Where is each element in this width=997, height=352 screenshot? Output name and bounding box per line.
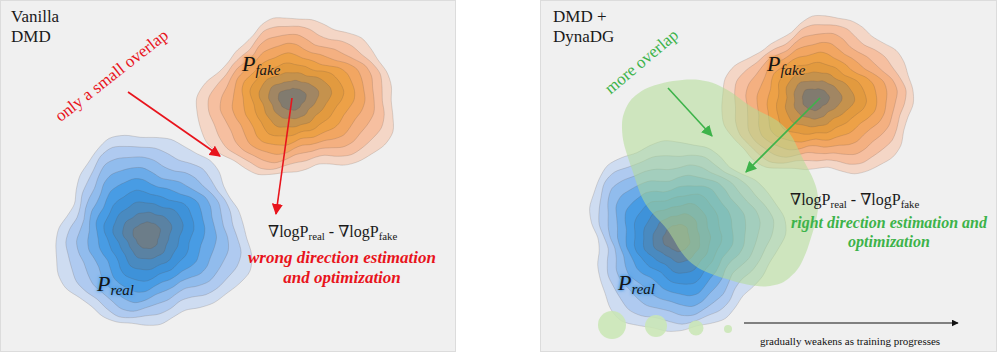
subscript: fake (255, 62, 280, 78)
distribution-label: Pfake (767, 51, 805, 77)
fading-dot (724, 325, 732, 333)
subscript: real (631, 281, 655, 297)
label-anchor: more overlap (642, 62, 732, 82)
density-contour (198, 13, 391, 177)
density-contour (772, 58, 869, 138)
density-contour (75, 159, 228, 316)
annotation-note: wrong direction estimation and optimizat… (236, 248, 448, 289)
distribution-label: Preal (618, 270, 655, 296)
annotation-note: gradually weakens as training progresses (760, 335, 940, 348)
label-anchor: ∇logPreal - ∇logPfake (790, 190, 919, 209)
comparison-panel: Vanilla DMDPfakePreal (0, 0, 456, 352)
subscript: real (309, 230, 325, 242)
subscript: real (110, 282, 134, 298)
density-contour (802, 87, 831, 112)
density-contour (42, 120, 274, 347)
density-contour (84, 172, 213, 304)
blob-outline (41, 121, 281, 343)
math-text: P (242, 51, 255, 76)
annotation-note: right direction estimation and optimizat… (788, 213, 990, 251)
gradient-arrow (746, 98, 820, 172)
panel-title: DMD + DynaDG (553, 7, 617, 46)
density-contour (106, 196, 187, 276)
label-anchor: ∇logPreal - ∇logPfake (268, 222, 397, 241)
density-contour (65, 147, 244, 328)
gradient-label: ∇logPreal - ∇logPfake (268, 222, 397, 241)
math-text: ∇logP (790, 191, 831, 208)
gradient-arrow (276, 98, 292, 214)
subscript: fake (780, 62, 805, 78)
math-text: P (618, 270, 631, 295)
comparison-panel: DMD + DynaDGPfakePreal (540, 0, 997, 352)
distribution-blob: Pfake (186, 11, 406, 196)
label-anchor: gradually weakens as training progresses (850, 331, 997, 349)
math-text: - ∇logP (325, 223, 379, 240)
density-contour (247, 56, 349, 141)
progress-arrow (744, 323, 958, 324)
density-contour (130, 219, 162, 251)
label-anchor: only a small overlap (112, 76, 250, 96)
blob-outline (186, 11, 406, 196)
distribution-label: Preal (97, 271, 134, 297)
density-contour (211, 24, 382, 169)
distribution-label: Pfake (242, 51, 280, 77)
math-text: - ∇logP (847, 191, 901, 208)
density-contour (224, 34, 371, 160)
math-text: P (97, 271, 110, 296)
subscript: fake (379, 230, 398, 242)
density-contour (267, 77, 322, 122)
density-contour (118, 208, 174, 264)
density-contour (277, 87, 308, 113)
density-contour (237, 44, 360, 150)
label-anchor: right direction estimation and optimizat… (788, 213, 990, 251)
density-contour (53, 134, 259, 339)
fading-dot (689, 321, 704, 336)
panel-title: Vanilla DMD (11, 7, 75, 46)
fading-dot (598, 311, 626, 339)
pointer-arrow (128, 92, 220, 156)
math-text: P (767, 51, 780, 76)
pointer-arrow (668, 88, 712, 136)
subscript: real (831, 198, 847, 210)
fading-dot (645, 315, 667, 337)
math-text: ∇logP (268, 223, 309, 240)
gradient-label: ∇logPreal - ∇logPfake (790, 190, 919, 209)
density-contour (186, 3, 402, 184)
label-anchor: wrong direction estimation and optimizat… (236, 248, 448, 289)
distribution-blob: Preal (41, 121, 281, 343)
subscript: fake (901, 198, 920, 210)
